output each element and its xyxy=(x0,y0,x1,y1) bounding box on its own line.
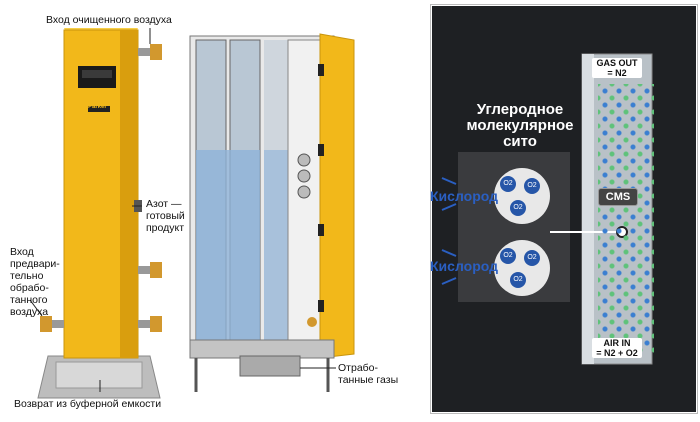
pipe-left-low xyxy=(48,320,64,328)
drain-valve xyxy=(307,317,317,327)
o2-molecule: O2 xyxy=(510,200,526,216)
air-in-tag: AIR IN = N2 + O2 xyxy=(592,338,642,358)
o2-molecule: O2 xyxy=(500,248,516,264)
o2-molecule: O2 xyxy=(524,178,540,194)
label-pre-air-6: воздуха xyxy=(10,306,49,318)
generator-illustration: Вход очищенного воздуха Азот — готовый п… xyxy=(10,14,399,410)
cabinet-door xyxy=(319,33,355,359)
gas-out-tag: GAS OUT = N2 xyxy=(592,58,642,78)
label-pre-air-5: танного xyxy=(10,294,48,306)
gauge-1 xyxy=(297,153,311,167)
valve-top xyxy=(150,44,162,60)
hinge-3 xyxy=(318,224,324,236)
generator-drawing xyxy=(29,28,355,399)
pipe-right-low xyxy=(138,320,156,328)
title-line-1: Углеродное xyxy=(476,101,564,118)
hinge-1 xyxy=(318,64,324,76)
valve-mid xyxy=(150,262,162,278)
pipe-mid xyxy=(138,266,156,274)
label-exhaust-2: танные газы xyxy=(338,374,399,386)
gas-out-line-1: GAS OUT xyxy=(596,58,638,68)
gauge-2 xyxy=(297,169,311,183)
cms-panel-frame xyxy=(430,4,698,414)
label-clean-air-inlet: Вход очищенного воздуха xyxy=(46,14,172,26)
air-in-line-2: = N2 + O2 xyxy=(596,348,638,358)
valve-left-low xyxy=(40,316,52,332)
cms-label: CMS xyxy=(598,188,638,206)
valve-right-low xyxy=(150,316,162,332)
o2-molecule: O2 xyxy=(500,176,516,192)
tank-fill xyxy=(196,150,260,346)
inlet-pipe-top xyxy=(138,48,156,56)
o2-molecule: O2 xyxy=(510,272,526,288)
o2-molecule: O2 xyxy=(524,250,540,266)
label-pre-air-4: обрабо- xyxy=(10,282,49,294)
hinge-2 xyxy=(318,144,324,156)
display-screen xyxy=(82,70,112,78)
tank-third-fill xyxy=(264,150,288,346)
label-pre-air-2: предвари- xyxy=(10,258,60,270)
column-particles xyxy=(598,84,654,354)
cabinet-bottom xyxy=(189,339,335,359)
label-pre-air-3: тельно xyxy=(10,270,44,282)
cms-drawing xyxy=(441,53,653,365)
label-oxygen-1: Кислород xyxy=(430,188,499,204)
exhaust-muffler xyxy=(239,355,301,377)
label-exhaust-1: Отрабо- xyxy=(338,362,379,374)
label-pre-air-1: Вход xyxy=(10,246,34,258)
air-in-line-1: AIR IN xyxy=(603,338,631,348)
brand-plate xyxy=(88,106,110,112)
label-nitrogen-2: готовый xyxy=(146,210,185,222)
oxygen-arrows xyxy=(441,177,457,285)
hinge-4 xyxy=(318,300,324,312)
title-line-3: сито xyxy=(503,133,537,150)
label-buffer-return: Возврат из буферной емкости xyxy=(14,398,162,410)
brand-logo: Parker xyxy=(88,104,107,110)
label-oxygen-2: Кислород xyxy=(430,258,499,274)
molecules-upper: O2 O2 O2 xyxy=(500,176,544,220)
title-line-2: молекулярное xyxy=(466,117,574,134)
gas-out-line-2: = N2 xyxy=(607,68,627,78)
column-side xyxy=(120,30,138,358)
molecules-lower: O2 O2 O2 xyxy=(500,248,544,292)
base-plate xyxy=(55,361,143,389)
gauge-3 xyxy=(297,185,311,199)
column-highlight xyxy=(582,54,594,364)
label-nitrogen-3: продукт xyxy=(146,222,185,234)
leader-pre-air xyxy=(29,299,43,317)
cms-panel: Углеродное молекулярное сито Кислород Ки… xyxy=(430,6,696,412)
label-nitrogen-1: Азот — xyxy=(146,198,182,210)
